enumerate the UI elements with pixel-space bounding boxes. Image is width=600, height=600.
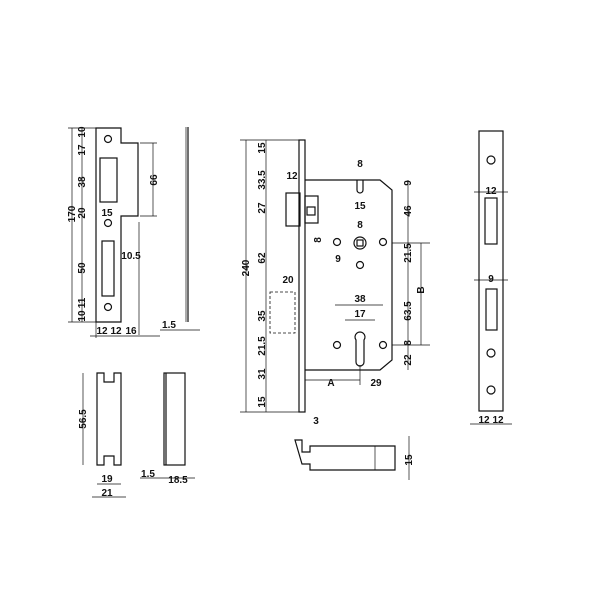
dim-15: 15 bbox=[354, 201, 366, 212]
dim-15: 15 bbox=[101, 208, 113, 219]
dim-21-5: 21.5 bbox=[257, 336, 268, 356]
dim-50: 50 bbox=[77, 262, 88, 274]
dim-12: 12 bbox=[478, 415, 490, 426]
dim-12: 12 bbox=[492, 415, 504, 426]
dim-18-5: 18.5 bbox=[168, 475, 188, 486]
bolt-side-view: 15 bbox=[294, 436, 415, 480]
dim-62: 62 bbox=[257, 252, 268, 264]
dim-22: 22 bbox=[403, 354, 414, 366]
dim-31: 31 bbox=[257, 368, 268, 380]
dim-38: 38 bbox=[77, 176, 88, 188]
dim-12: 12 bbox=[96, 326, 108, 337]
lock-body-dimensions: 15 33.5 12 27 62 240 20 35 21.5 31 15 8 … bbox=[241, 142, 427, 427]
follower-hole-icon bbox=[353, 236, 367, 250]
dim-1-5: 1.5 bbox=[162, 320, 176, 331]
dim-15: 15 bbox=[257, 396, 268, 408]
dim-63-5: 63.5 bbox=[403, 301, 414, 321]
dim-66: 66 bbox=[149, 174, 160, 186]
dim-8: 8 bbox=[357, 159, 363, 170]
dim-10: 10 bbox=[77, 310, 88, 322]
dim-56-5: 56.5 bbox=[78, 409, 89, 429]
strike-plate bbox=[68, 127, 200, 338]
dim-15: 15 bbox=[404, 454, 415, 466]
dim-35: 35 bbox=[257, 310, 268, 322]
dim-11: 11 bbox=[77, 297, 88, 308]
screw-icon bbox=[486, 385, 496, 395]
dim-27: 27 bbox=[257, 202, 268, 214]
faceplate-front-view: 12 9 12 12 bbox=[470, 130, 512, 426]
forend bbox=[298, 139, 306, 413]
dim-20: 20 bbox=[77, 207, 88, 219]
dim-9: 9 bbox=[403, 180, 414, 186]
dim-20: 20 bbox=[282, 275, 294, 286]
dim-15: 15 bbox=[257, 142, 268, 154]
dim-46: 46 bbox=[403, 205, 414, 217]
screw-icon bbox=[486, 155, 496, 165]
dim-240: 240 bbox=[241, 259, 252, 276]
dim-170: 170 bbox=[67, 205, 78, 222]
dim-1-5: 1.5 bbox=[141, 469, 155, 480]
dim-21: 21 bbox=[101, 488, 113, 499]
dim-33-5: 33.5 bbox=[257, 170, 268, 190]
dim-10: 10 bbox=[77, 126, 88, 138]
dim-10-5: 10.5 bbox=[121, 251, 141, 262]
dim-8: 8 bbox=[357, 220, 363, 231]
latch-opening bbox=[484, 197, 498, 245]
deadbolt-opening bbox=[485, 288, 498, 331]
dim-29: 29 bbox=[370, 378, 382, 389]
dim-3: 3 bbox=[313, 416, 319, 427]
keyhole-icon bbox=[354, 331, 366, 367]
keeper: 56.5 19 21 1.5 18.5 bbox=[78, 372, 195, 499]
screw-hole-icon bbox=[103, 134, 113, 144]
deadbolt-outline bbox=[269, 291, 296, 334]
dim-12: 12 bbox=[110, 326, 122, 337]
dim-19: 19 bbox=[101, 474, 113, 485]
screw-hole-icon bbox=[103, 218, 113, 228]
dim-16: 16 bbox=[125, 326, 137, 337]
dim-8: 8 bbox=[403, 340, 414, 346]
dim-21-5: 21.5 bbox=[403, 243, 414, 263]
dim-8: 8 bbox=[313, 237, 324, 243]
dim-17: 17 bbox=[354, 309, 366, 320]
dim-9: 9 bbox=[335, 254, 341, 265]
screw-hole-icon bbox=[103, 302, 113, 312]
dim-38: 38 bbox=[354, 294, 366, 305]
dim-A: A bbox=[327, 378, 334, 389]
lock-body bbox=[240, 139, 430, 413]
dim-17: 17 bbox=[77, 144, 88, 156]
screw-icon bbox=[486, 348, 496, 358]
dim-12: 12 bbox=[286, 171, 298, 182]
dim-9: 9 bbox=[488, 274, 494, 285]
strike-plate-dimensions: 170 10 17 38 20 50 11 10 66 15 10.5 12 1… bbox=[67, 126, 176, 337]
dim-12: 12 bbox=[485, 186, 497, 197]
dim-B: B bbox=[416, 286, 427, 293]
